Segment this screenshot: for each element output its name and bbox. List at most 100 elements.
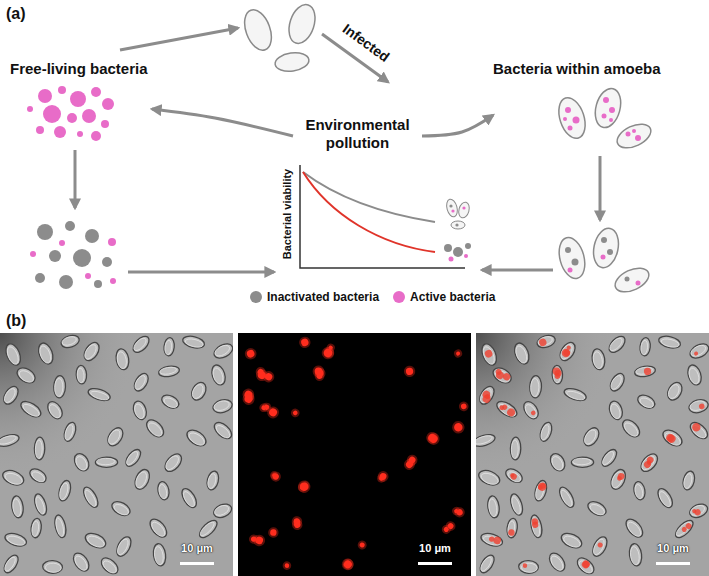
active-bacterium: [77, 131, 83, 137]
active-bacterium: [601, 255, 606, 260]
scale-bar-label: 10 μm: [657, 542, 689, 555]
cell-highlight: [478, 387, 493, 404]
cell-highlight: [482, 534, 502, 547]
fluorescent-bacteria: [270, 529, 277, 536]
cell-highlight: [146, 421, 164, 439]
cell-highlight: [116, 351, 128, 369]
fluorescent-bacteria: [531, 521, 539, 529]
fluorescence-halo: [424, 430, 440, 446]
micrograph-vignette: [0, 333, 233, 576]
active-bacterium: [30, 251, 36, 257]
inactivated-bacterium: [572, 259, 579, 266]
inactivated-bacterium: [73, 249, 91, 267]
cell-highlight: [74, 455, 89, 472]
amoeba-cell: [189, 380, 209, 403]
cell-highlight: [663, 431, 682, 448]
active-bacterium: [102, 98, 114, 110]
fluorescence-halo: [289, 407, 301, 419]
amoeba-cell: [205, 470, 220, 491]
fluorescent-bacteria: [508, 529, 515, 536]
fluorescent-bacteria: [359, 542, 366, 549]
fluorescent-bacteria: [260, 404, 267, 411]
fluorescent-bacteria: [617, 472, 626, 481]
cell-highlight: [34, 496, 46, 515]
amoeba-cell: [212, 501, 233, 520]
fluorescent-bacteria: [506, 407, 517, 418]
fluorescent-bacteria: [455, 351, 460, 356]
amoeba-cell: [591, 86, 625, 131]
amoeba-cell: [53, 375, 65, 398]
amoeba-cell: [688, 501, 709, 520]
cell-highlight: [493, 368, 511, 384]
cell-highlight: [213, 343, 231, 358]
stage-node: Environmental pollution: [293, 116, 422, 156]
cell-highlight: [158, 484, 168, 500]
amoeba-cell: [27, 466, 48, 485]
cell-highlight: [573, 458, 591, 465]
cell-highlight: [610, 470, 625, 489]
amoeba-cell: [3, 531, 28, 548]
fluorescent-bacteria: [566, 345, 572, 351]
active-bacterium: [101, 120, 109, 128]
inactivated-bacterium: [94, 280, 102, 288]
amoeba-cell: [563, 386, 588, 403]
active-bacterium: [36, 126, 44, 134]
cell-highlight: [54, 378, 63, 396]
micrograph-background: [0, 333, 233, 576]
amoeba-cell: [130, 333, 152, 355]
inactivated-bacterium: [455, 223, 458, 226]
cell-highlight: [639, 396, 655, 409]
amoeba-cell: [557, 485, 577, 510]
scale-bar-label: 10 μm: [181, 542, 213, 555]
cell-highlight: [198, 520, 216, 537]
cell-highlight: [511, 440, 518, 459]
fluorescence-halo: [297, 479, 312, 494]
cell-highlight: [666, 383, 681, 400]
fluorescent-bacteria: [299, 481, 309, 491]
fluorescence-halo: [243, 346, 258, 361]
amoeba-cell: [599, 447, 619, 469]
fluorescence-halo: [314, 371, 324, 381]
amoeba-cell: [490, 365, 513, 386]
legend-text: Inactivated bacteria: [267, 290, 379, 304]
cell-highlight: [689, 399, 706, 412]
cell-highlight: [77, 368, 85, 383]
cell-highlight: [687, 367, 700, 385]
amoeba-cell: [548, 451, 568, 473]
cell-highlight: [514, 345, 529, 365]
cell-highlight: [35, 440, 42, 459]
amoeba-cell: [632, 481, 646, 501]
amoeba-cell: [606, 333, 628, 355]
active-bacterium: [91, 87, 101, 97]
amoeba-cell: [240, 6, 277, 54]
active-bacterium: [626, 132, 631, 137]
cell-highlight: [97, 458, 115, 465]
amoeba-cell: [42, 560, 62, 574]
cell-highlight: [592, 351, 604, 369]
amoeba-cell: [479, 342, 499, 368]
fluorescent-bacteria: [597, 542, 604, 549]
cell-highlight: [622, 421, 640, 439]
cell-highlight: [497, 402, 517, 418]
amoeba-cell: [81, 485, 101, 510]
fluorescence-halo: [240, 391, 256, 407]
active-bacterium: [602, 114, 607, 119]
fluorescent-bacteria: [379, 472, 388, 481]
amoeba-cell: [607, 399, 625, 421]
amoeba-cell: [210, 363, 228, 386]
fluorescent-bacteria: [562, 348, 571, 357]
amoeba-cell: [571, 457, 593, 467]
stage-title: Environmental pollution: [293, 116, 422, 152]
amoeba-cell: [131, 371, 151, 393]
pollution-arrow: [152, 109, 293, 136]
active-bacterium: [609, 118, 613, 122]
cell-highlight: [521, 563, 537, 573]
cell-highlight: [523, 403, 538, 420]
fluorescent-bacteria: [693, 351, 698, 356]
active-bacterium: [85, 273, 91, 279]
scale-bar: [656, 562, 690, 565]
cell-highlight: [476, 434, 493, 446]
fluorescent-bacteria: [698, 403, 705, 410]
cell-highlight: [2, 387, 17, 404]
viability-curve: [303, 172, 435, 252]
